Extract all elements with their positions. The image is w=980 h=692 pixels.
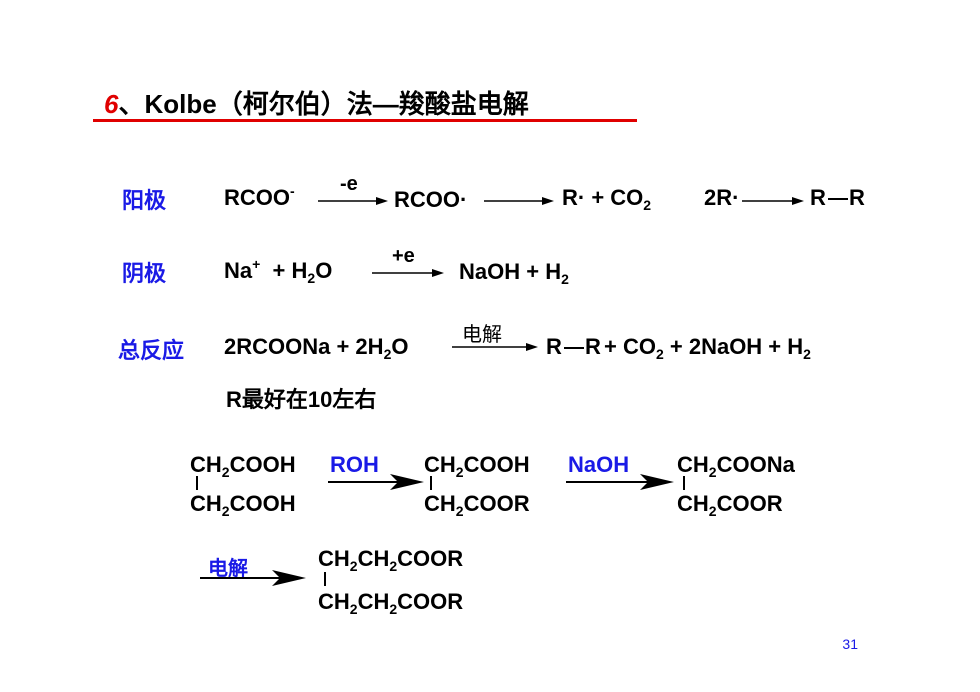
reagent1-label: ROH bbox=[330, 452, 379, 477]
title-underline bbox=[93, 119, 637, 122]
compound4-top: CH2CH2COOR bbox=[318, 546, 464, 574]
anode-arrow2 bbox=[484, 197, 554, 205]
compound1-top: CH2COOH bbox=[190, 452, 296, 480]
compound1-bottom: CH2COOH bbox=[190, 491, 296, 519]
reagent2-label: NaOH bbox=[568, 452, 630, 477]
cathode-product: NaOH + H2 bbox=[459, 259, 569, 287]
page-number: 31 bbox=[842, 636, 858, 652]
reagent1-arrow bbox=[328, 474, 424, 490]
note-text: R最好在10左右 bbox=[226, 387, 377, 412]
compound4-bottom: CH2CH2COOR bbox=[318, 589, 464, 617]
cathode-arrow bbox=[372, 269, 444, 277]
cathode-label: 阴极 bbox=[122, 261, 167, 286]
overall-label: 总反应 bbox=[118, 338, 185, 363]
anode-dimer-r2: R bbox=[849, 185, 865, 210]
anode-arrow3 bbox=[742, 197, 804, 205]
title-number: 6 bbox=[104, 89, 119, 119]
overall-reactants: 2RCOONa + 2H2O bbox=[224, 334, 409, 362]
anode-intermediate: RCOO· bbox=[394, 187, 468, 212]
overall-prod-bond bbox=[564, 347, 584, 349]
compound2-top: CH2COOH bbox=[424, 452, 530, 480]
anode-dimer-bond bbox=[828, 198, 848, 200]
overall-prod-r1: R bbox=[546, 334, 562, 359]
anode-label: 阳极 bbox=[122, 188, 167, 213]
anode-arrow1-label: -e bbox=[340, 173, 358, 195]
reagent3-label: 电解 bbox=[208, 558, 248, 580]
reagent2-arrow bbox=[566, 474, 674, 490]
title-text: 、Kolbe（柯尔伯）法—羧酸盐电解 bbox=[118, 89, 529, 119]
compound1-bond bbox=[196, 476, 198, 490]
cathode-reactants: Na+ + H2O bbox=[224, 256, 333, 286]
reagent3-arrow bbox=[200, 570, 306, 586]
overall-products: + CO2 + 2NaOH + H2 bbox=[604, 334, 811, 362]
compound2-bottom: CH2COOR bbox=[424, 491, 530, 519]
overall-prod-r2: R bbox=[585, 334, 601, 359]
anode-dimer-r1: R bbox=[810, 185, 826, 210]
compound3-top: CH2COONa bbox=[677, 452, 795, 480]
compound2-bond bbox=[430, 476, 432, 490]
anode-reactant: RCOO- bbox=[224, 183, 295, 210]
slide-title: 6、Kolbe（柯尔伯）法—羧酸盐电解 bbox=[104, 84, 529, 121]
compound3-bond bbox=[683, 476, 685, 490]
anode-product: R· + CO2 bbox=[562, 185, 652, 213]
anode-arrow1 bbox=[318, 197, 388, 205]
overall-arrow-label: 电解 bbox=[462, 324, 502, 346]
compound3-bottom: CH2COOR bbox=[677, 491, 783, 519]
compound4-bond bbox=[324, 572, 326, 586]
cathode-arrow-label: +e bbox=[392, 245, 415, 267]
overall-arrow bbox=[452, 343, 538, 351]
anode-dimer-left: 2R· bbox=[704, 185, 740, 210]
